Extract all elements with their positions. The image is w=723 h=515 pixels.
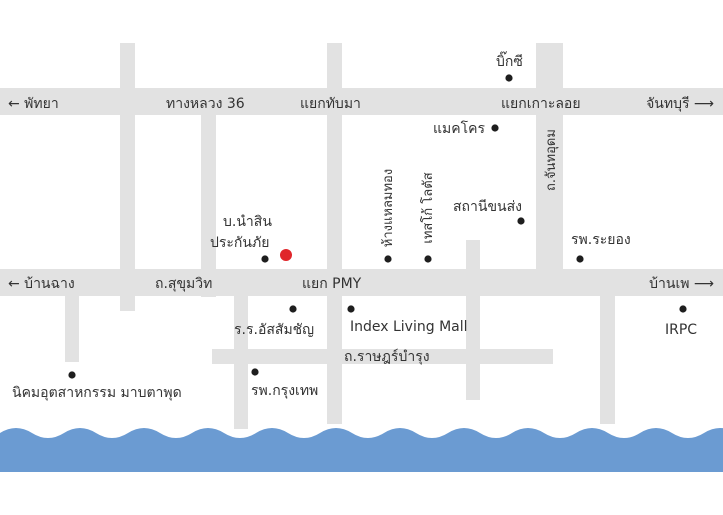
marker-tesco-lotus	[424, 255, 432, 263]
label-insurer-line2: ประกันภัย	[210, 235, 269, 251]
label-thapma-junction: แยกทับมา	[300, 96, 361, 112]
label-maptaphut-estate: นิคมอุตสาหกรรม มาบตาพุด	[12, 385, 182, 401]
label-to-banphe: บ้านเพ ⟶	[649, 276, 714, 292]
label-bus-station: สถานีขนส่ง	[453, 199, 522, 215]
marker-insurer-highlight	[280, 249, 292, 261]
marker-insurer-small	[261, 255, 269, 263]
road-vertical-5	[327, 43, 342, 424]
label-ratsadon-road: ถ.ราษฎร์บำรุง	[344, 348, 430, 365]
label-index-living-mall: Index Living Mall	[350, 319, 468, 335]
label-to-pattaya: ← พัทยา	[8, 96, 59, 112]
marker-big-c	[505, 74, 513, 82]
road-sukhumvit	[0, 269, 723, 296]
label-irpc: IRPC	[665, 322, 697, 338]
marker-makro	[491, 124, 499, 132]
marker-assumption-school	[289, 305, 297, 313]
marker-ham-laem-thong	[384, 255, 392, 263]
label-chanudom-road: ถ.จันทอุดม	[544, 129, 559, 191]
road-vertical-2	[65, 282, 79, 362]
road-vertical-7	[536, 43, 563, 272]
label-big-c: บิ๊กซี	[496, 51, 523, 70]
marker-bangkok-hospital	[251, 368, 259, 376]
label-assumption-school: ร.ร.อัสสัมชัญ	[234, 322, 314, 338]
label-pmy-junction: แยก PMY	[302, 276, 362, 292]
road-vertical-6	[466, 240, 480, 400]
marker-irpc	[679, 305, 687, 313]
label-to-banchang: ← บ้านฉาง	[8, 276, 75, 292]
label-tesco-lotus: เทสโก้ โลตัส	[420, 172, 436, 243]
label-highway-36: ทางหลวง 36	[166, 96, 245, 112]
marker-bus-station	[517, 217, 525, 225]
road-ratsadon	[212, 349, 553, 364]
label-to-chanthaburi: จันทบุรี ⟶	[646, 96, 714, 112]
marker-index-living-mall	[347, 305, 355, 313]
label-kokaloi-junction: แยกเกาะลอย	[501, 96, 581, 112]
label-insurer-line1: บ.นำสิน	[223, 214, 272, 230]
sea	[0, 428, 723, 472]
label-ham-laem-thong: ห้างแหลมทอง	[381, 169, 396, 247]
label-sukhumvit-road: ถ.สุขุมวิท	[155, 276, 212, 292]
label-rayong-hospital: รพ.ระยอง	[571, 232, 631, 248]
road-vertical-3	[201, 100, 216, 297]
road-upper-highway	[0, 88, 723, 115]
label-bangkok-hospital: รพ.กรุงเทพ	[251, 383, 318, 399]
marker-maptaphut-estate	[68, 371, 76, 379]
label-makro: แมคโคร	[433, 120, 486, 137]
road-vertical-8	[600, 282, 615, 424]
marker-rayong-hospital	[576, 255, 584, 263]
